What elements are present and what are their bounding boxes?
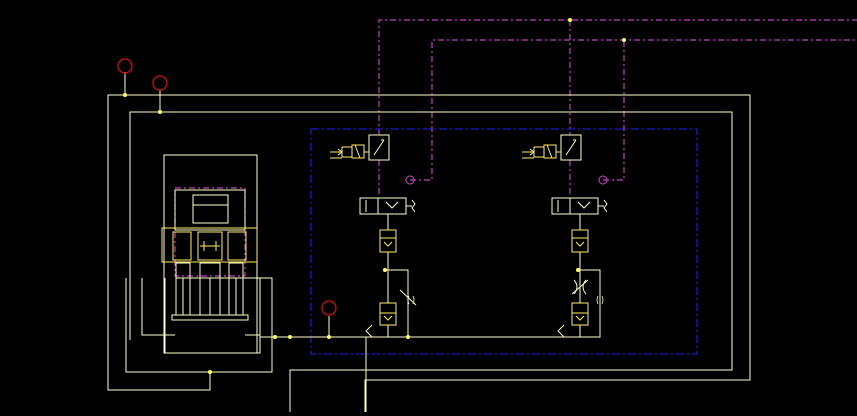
directional-valve-icon[interactable] — [551, 197, 571, 215]
pipe-inner-left — [129, 111, 160, 340]
pilot-line-inner — [410, 39, 857, 181]
check-valve-icon[interactable] — [571, 229, 589, 253]
pipe-outer-loop-1 — [107, 94, 211, 391]
pilot-check-icon — [598, 175, 608, 185]
check-valve-icon[interactable] — [571, 302, 589, 326]
pilot-lines-magenta — [174, 19, 857, 277]
pressure-gauge-icon[interactable] — [152, 75, 168, 91]
solenoid-actuator-icon — [330, 144, 369, 159]
pipe-return-loop — [125, 277, 273, 373]
pilot-junction-top — [568, 18, 572, 22]
solenoid-actuator-icon — [522, 144, 561, 159]
directional-valve-icon[interactable] — [359, 197, 379, 215]
press-mid-block — [161, 227, 258, 263]
control-block-enclosure — [310, 128, 698, 355]
pipe-press-bottom — [141, 278, 175, 336]
pressure-gauge-icon[interactable] — [321, 300, 337, 316]
pressure-gauges[interactable] — [117, 58, 337, 316]
check-valve-icon[interactable] — [379, 302, 397, 326]
pilot-line-outer — [378, 19, 857, 135]
press-body-outer — [163, 154, 258, 354]
pilot-line-right-b — [603, 40, 625, 181]
valve-glyphs — [407, 295, 604, 305]
press-inner-cylinders — [172, 231, 247, 261]
pilot-junction-right — [622, 38, 626, 42]
check-valve-icon[interactable] — [379, 229, 397, 253]
press-upper-block — [174, 189, 246, 231]
press-upper-inner — [192, 194, 229, 224]
pilot-block-icon[interactable] — [560, 134, 582, 161]
valve-stack-right[interactable] — [522, 134, 608, 338]
pilot-block-icon[interactable] — [368, 134, 390, 161]
press-assembly[interactable] — [161, 154, 258, 354]
pressure-gauge-icon[interactable] — [117, 58, 133, 74]
pipe-press-right — [245, 334, 365, 338]
main-pipes — [107, 72, 751, 412]
throttle-valve-icon[interactable] — [571, 279, 589, 295]
pipe-outer-top-1 — [125, 94, 751, 412]
pilot-check-icon — [405, 175, 415, 185]
junction-dots — [123, 93, 580, 374]
pipe-outer-top-2 — [160, 111, 733, 412]
